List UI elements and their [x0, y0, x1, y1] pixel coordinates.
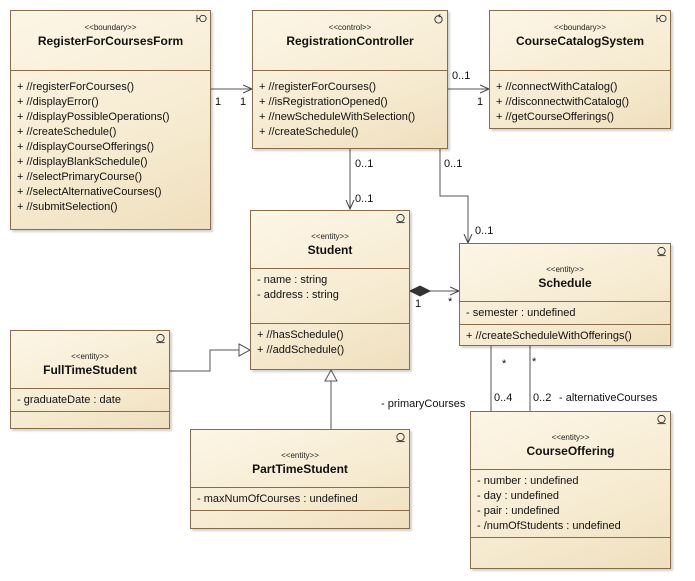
operation: + //createSchedule(): [17, 126, 117, 138]
multiplicity-label: *: [502, 358, 507, 370]
role-label: - primaryCourses: [381, 398, 466, 410]
class-name: CourseOffering: [526, 444, 615, 458]
attributes-compartment: - maxNumOfCourses : undefined: [191, 488, 409, 511]
multiplicity-label: *: [448, 296, 453, 308]
operation: + //registerForCourses(): [17, 81, 135, 93]
generalization-triangle-fulltime: [238, 343, 252, 357]
class-name: CourseCatalogSystem: [515, 34, 645, 48]
role-label: - alternativeCourses: [559, 392, 658, 404]
attribute: - semester : undefined: [466, 307, 576, 319]
attributes-compartment: - name : string - address : string: [251, 269, 409, 324]
multiplicity-label: 0..1: [452, 70, 471, 82]
multiplicity-label: 1: [415, 298, 422, 310]
multiplicity-label: 1: [477, 96, 484, 108]
generalization-parttime-student[interactable]: [324, 368, 338, 429]
attribute: - /numOfStudents : undefined: [477, 520, 621, 532]
entity-icon: [156, 333, 165, 344]
generalization-triangle-parttime: [324, 368, 338, 382]
stereotype-label: <<entity>>: [546, 265, 584, 274]
multiplicity-label: 0..1: [355, 158, 374, 170]
class-name: FullTimeStudent: [43, 363, 137, 377]
attribute: - day : undefined: [477, 490, 559, 502]
class-schedule[interactable]: <<entity>> Schedule - semester : undefin…: [459, 243, 671, 346]
stereotype-label: <<boundary>>: [84, 23, 137, 32]
stereotype-label: <<control>>: [328, 23, 372, 32]
class-name: Student: [307, 243, 353, 257]
operations-compartment: + //connectWithCatalog() + //disconnectw…: [490, 71, 670, 129]
stereotype-label: <<entity>>: [281, 451, 319, 460]
multiplicity-label: *: [532, 356, 537, 368]
attribute: - number : undefined: [477, 475, 579, 487]
operation: + //isRegistrationOpened(): [259, 96, 388, 108]
class-course-catalog-system[interactable]: <<boundary>> CourseCatalogSystem + //con…: [489, 10, 671, 129]
operation: + //addSchedule(): [257, 344, 345, 356]
operations-compartment: + //createScheduleWithOfferings(): [460, 325, 670, 348]
operations-compartment: + //hasSchedule() + //addSchedule(): [251, 324, 409, 362]
attributes-compartment: - semester : undefined: [460, 302, 670, 325]
entity-icon: [396, 213, 405, 224]
multiplicity-label: 0..1: [444, 158, 463, 170]
multiplicity-label: 0..1: [475, 225, 494, 237]
entity-icon: [657, 414, 666, 425]
association-controller-schedule[interactable]: [439, 149, 468, 243]
composition-diamond: [408, 285, 432, 297]
composition-student-schedule[interactable]: [408, 285, 459, 297]
attributes-compartment: - graduateDate : date: [11, 389, 169, 412]
boundary-icon: [656, 14, 667, 23]
operation: + //displayError(): [17, 96, 99, 108]
attribute: - graduateDate : date: [17, 394, 121, 406]
operation: + //displayCourseOfferings(): [17, 141, 155, 153]
stereotype-label: <<entity>>: [311, 232, 349, 241]
control-icon: [434, 14, 443, 24]
operation: + //createScheduleWithOfferings(): [466, 330, 632, 342]
stereotype-label: <<entity>>: [551, 433, 590, 442]
class-name: RegisterForCoursesForm: [37, 34, 184, 48]
operations-compartment: + //registerForCourses() + //displayErro…: [11, 71, 210, 219]
attribute: - address : string: [257, 289, 339, 301]
multiplicity-label: 0..1: [355, 193, 374, 205]
class-parttime-student[interactable]: <<entity>> PartTimeStudent - maxNumOfCou…: [190, 429, 410, 529]
operation: + //connectWithCatalog(): [496, 81, 618, 93]
operation: + //newScheduleWithSelection(): [259, 111, 416, 123]
entity-icon: [657, 246, 666, 257]
operation: + //createSchedule(): [259, 126, 359, 138]
operations-compartment: [471, 538, 670, 546]
operation: + //submitSelection(): [17, 201, 118, 213]
class-register-for-courses-form[interactable]: <<boundary>> RegisterForCoursesForm + //…: [10, 10, 211, 230]
class-registration-controller[interactable]: <<control>> RegistrationController + //r…: [252, 10, 448, 149]
operation: + //selectPrimaryCourse(): [17, 171, 143, 183]
operation: + //registerForCourses(): [259, 81, 377, 93]
class-course-offering[interactable]: <<entity>> CourseOffering - number : und…: [470, 411, 671, 569]
entity-icon: [396, 432, 405, 443]
multiplicity-label: 0..2: [533, 392, 552, 404]
operation: + //selectAlternativeCourses(): [17, 186, 162, 198]
stereotype-label: <<entity>>: [71, 352, 109, 361]
class-name: PartTimeStudent: [252, 462, 348, 476]
operations-compartment: [191, 511, 409, 519]
operation: + //displayBlankSchedule(): [17, 156, 148, 168]
class-fulltime-student[interactable]: <<entity>> FullTimeStudent - graduateDat…: [10, 330, 170, 429]
class-name: Schedule: [538, 276, 592, 290]
attribute: - pair : undefined: [477, 505, 560, 517]
attributes-compartment: - number : undefined - day : undefined -…: [471, 470, 670, 538]
boundary-icon: [196, 14, 207, 23]
stereotype-label: <<boundary>>: [553, 23, 607, 32]
operations-compartment: + //registerForCourses() + //isRegistrat…: [253, 71, 447, 144]
operations-compartment: [11, 412, 169, 420]
multiplicity-label: 1: [240, 96, 247, 108]
attribute: - maxNumOfCourses : undefined: [197, 493, 358, 505]
multiplicity-label: 0..4: [494, 392, 513, 404]
class-student[interactable]: <<entity>> Student - name : string - add…: [250, 210, 410, 370]
operation: + //getCourseOfferings(): [496, 111, 615, 123]
multiplicity-label: 1: [215, 96, 222, 108]
generalization-fulltime-student[interactable]: [170, 343, 252, 372]
operation: + //disconnectwithCatalog(): [496, 96, 629, 108]
operation: + //hasSchedule(): [257, 329, 344, 341]
operation: + //displayPossibleOperations(): [17, 111, 170, 123]
class-name: RegistrationController: [286, 34, 414, 48]
attribute: - name : string: [257, 274, 328, 286]
